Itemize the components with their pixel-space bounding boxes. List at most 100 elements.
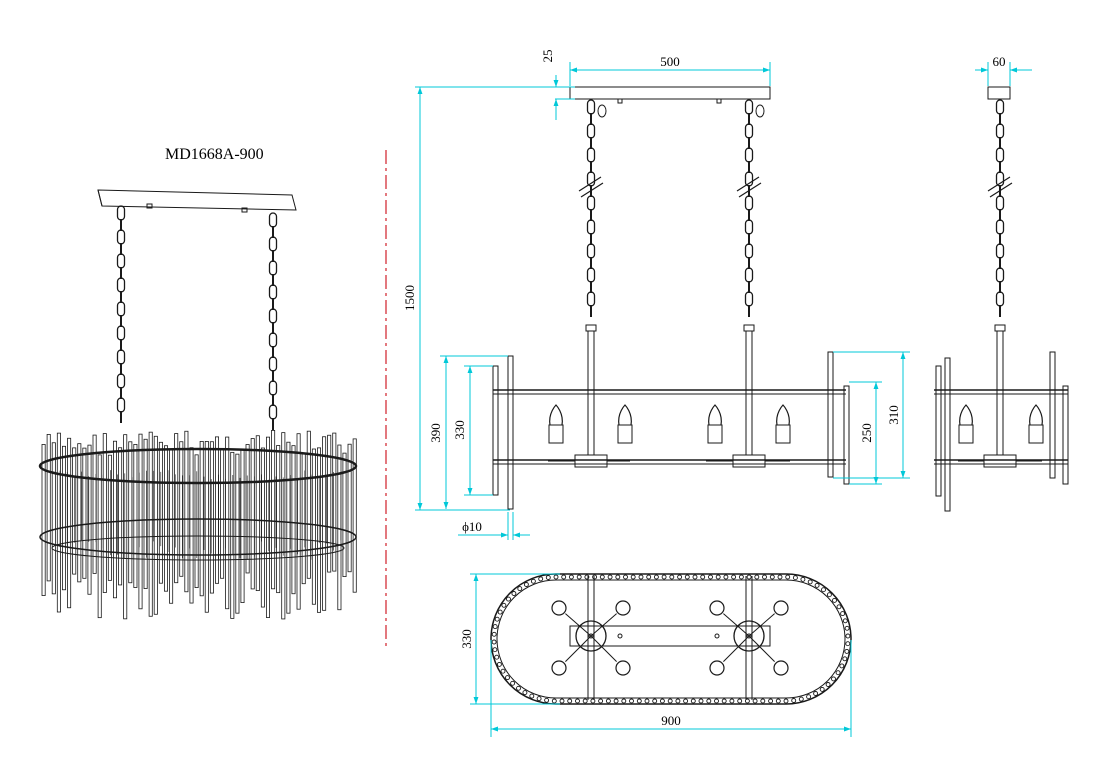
light-cup xyxy=(773,600,789,616)
chain-link xyxy=(995,99,1005,115)
chain-link xyxy=(116,205,126,221)
side-elevation xyxy=(934,86,1069,512)
crystal-bead xyxy=(692,574,698,580)
bulb-socket xyxy=(775,424,791,444)
bulb-glass xyxy=(549,404,563,426)
chain-link xyxy=(268,356,278,372)
glass-rod xyxy=(250,438,255,590)
crystal-bead xyxy=(661,574,667,580)
chain-link xyxy=(116,349,126,365)
crystal-bead xyxy=(607,574,613,580)
break-mark xyxy=(736,176,760,192)
glass-rod xyxy=(148,431,153,617)
crystal-bead xyxy=(598,698,604,704)
crystal-bead xyxy=(825,682,831,687)
crystal-bead xyxy=(646,574,652,580)
bulb-socket xyxy=(617,424,633,444)
crystal-bead xyxy=(845,633,851,639)
glass-rod xyxy=(169,449,174,604)
crystal-bead xyxy=(708,574,713,580)
bulb-glass xyxy=(1029,404,1043,426)
crystal-bead xyxy=(814,582,820,588)
crystal-bead xyxy=(677,574,683,580)
crystal-bead xyxy=(582,698,588,704)
dim-overall-height: 1500 xyxy=(402,285,417,311)
crystal-bead xyxy=(561,574,567,580)
chain-link xyxy=(744,123,754,139)
dim-ring-height-outer: 310 xyxy=(886,405,901,425)
perspective-glass-rods xyxy=(41,430,357,620)
light-arm xyxy=(590,613,617,637)
front-candle-bulbs xyxy=(548,404,791,444)
crystal-bead xyxy=(536,696,542,702)
bulb-socket xyxy=(707,424,723,444)
front-frame xyxy=(492,324,850,510)
glass-rod xyxy=(113,440,118,599)
glass-rod xyxy=(209,441,214,594)
chain-link xyxy=(744,267,754,283)
glass-rod xyxy=(189,447,194,604)
glass-rod xyxy=(97,454,102,619)
crystal-bead xyxy=(684,574,690,580)
dimensions: 25 500 60 1500 390 330 ϕ10 xyxy=(402,50,1032,737)
chain-link xyxy=(995,219,1005,235)
glass-rod xyxy=(327,434,332,573)
chain-link xyxy=(116,253,126,269)
glass-rod xyxy=(118,447,123,586)
chain-link xyxy=(268,380,278,396)
crystal-bead xyxy=(491,631,497,637)
chain-link xyxy=(995,267,1005,283)
chain-link xyxy=(586,267,596,283)
perspective-chains xyxy=(116,205,278,430)
glass-rod xyxy=(62,445,67,591)
light-cup xyxy=(773,660,789,676)
glass-rod xyxy=(265,436,270,618)
light-arm xyxy=(565,635,592,662)
crystal-bead xyxy=(842,618,848,624)
chain-link xyxy=(116,397,126,413)
model-label: MD1668A-900 xyxy=(165,146,264,163)
crystal-bead xyxy=(723,574,729,580)
glass-rod xyxy=(87,444,92,595)
glass-rod xyxy=(102,433,107,593)
light-cup xyxy=(615,600,631,616)
crystal-bead xyxy=(785,574,791,580)
crystal-bead xyxy=(615,574,621,580)
light-arm xyxy=(748,635,775,662)
crystal-bead xyxy=(715,574,721,580)
crystal-bead xyxy=(590,698,596,704)
crystal-bead xyxy=(737,698,743,704)
crystal-bead xyxy=(798,696,804,702)
chain-link xyxy=(116,301,126,317)
crystal-bead xyxy=(821,587,826,593)
glass-rod xyxy=(255,435,260,592)
dim-canopy-height: 25 xyxy=(540,50,555,63)
hub-plate xyxy=(733,620,765,652)
chain-link xyxy=(268,260,278,276)
chain-link xyxy=(995,123,1005,139)
chain-link xyxy=(744,99,754,115)
glass-rod xyxy=(67,437,72,609)
glass-rod xyxy=(123,434,128,620)
hub-center xyxy=(746,633,752,639)
chain-link xyxy=(586,195,596,211)
crystal-bead xyxy=(652,698,658,704)
glass-rod xyxy=(281,432,286,620)
crystal-bead xyxy=(769,574,775,580)
crystal-bead xyxy=(831,676,836,682)
bulb-glass xyxy=(708,404,722,426)
light-arm xyxy=(565,613,592,637)
crystal-bead xyxy=(752,698,758,704)
chain-link xyxy=(744,219,754,235)
crystal-bead xyxy=(807,579,813,585)
glass-rod xyxy=(311,448,316,605)
crystal-bead xyxy=(491,639,497,645)
glass-rod xyxy=(56,432,61,613)
glass-rod xyxy=(143,438,148,589)
glass-rod xyxy=(41,444,46,596)
side-chains xyxy=(987,99,1013,317)
glass-rod xyxy=(332,432,337,572)
bulb-socket xyxy=(1028,424,1044,444)
crystal-bead xyxy=(768,698,774,704)
dim-inner-tube-height: 330 xyxy=(452,420,467,440)
